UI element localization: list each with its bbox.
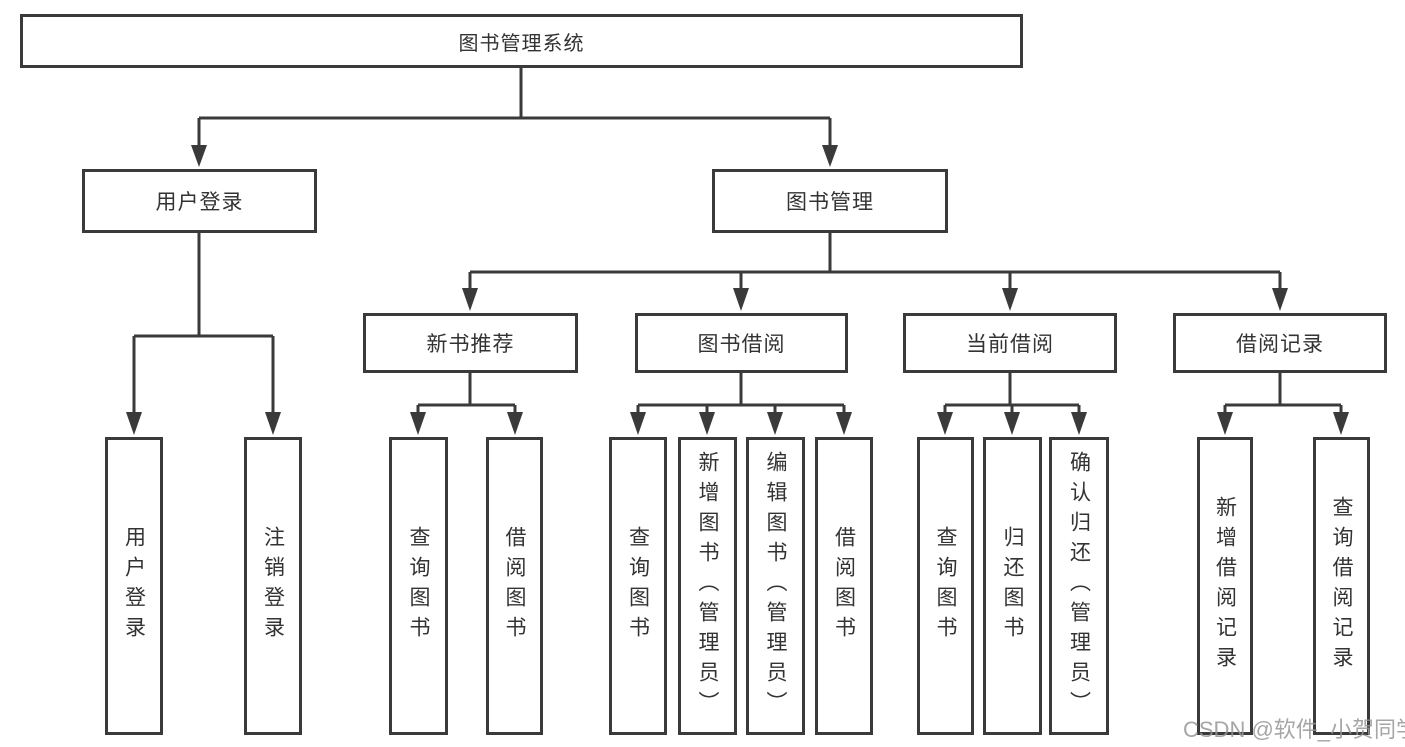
node-current-borrowing: 当前借阅 [903, 313, 1117, 373]
leaf-confirm-return-admin: 确认归还（管理员） [1049, 437, 1109, 735]
leaf-user-login-label: 用户登录 [122, 526, 146, 646]
leaf-query-books-current-label: 查询图书 [934, 526, 957, 646]
leaf-return-books: 归还图书 [983, 437, 1042, 735]
node-root-label: 图书管理系统 [458, 32, 585, 55]
leaf-confirm-return-admin-label: 确认归还（管理员） [1067, 451, 1091, 721]
leaf-edit-books-admin: 编辑图书（管理员） [746, 437, 805, 735]
node-user-login-label: 用户登录 [155, 191, 244, 214]
node-book-management: 图书管理 [712, 169, 948, 233]
leaf-add-borrow-record-label: 新增借阅记录 [1213, 496, 1237, 676]
leaf-logout: 注销登录 [244, 437, 302, 735]
leaf-query-books-borrowing-label: 查询图书 [626, 526, 650, 646]
connector-new-book-recommend-to-leaves [410, 373, 523, 435]
leaf-query-borrow-record: 查询借阅记录 [1313, 437, 1370, 735]
leaf-borrow-books-borrowing: 借阅图书 [815, 437, 873, 735]
leaf-query-books-current: 查询图书 [917, 437, 974, 735]
leaf-query-books-recommend: 查询图书 [389, 437, 448, 735]
node-borrowing-records: 借阅记录 [1173, 313, 1387, 373]
node-root: 图书管理系统 [20, 14, 1023, 68]
leaf-borrow-books-recommend: 借阅图书 [486, 437, 543, 735]
node-current-borrowing-label: 当前借阅 [966, 333, 1054, 356]
node-book-management-label: 图书管理 [786, 191, 874, 214]
node-borrowing-records-label: 借阅记录 [1236, 333, 1324, 356]
leaf-logout-label: 注销登录 [261, 526, 285, 646]
connector-user-login-to-leaves [126, 233, 281, 435]
leaf-user-login: 用户登录 [105, 437, 163, 735]
leaf-borrow-books-recommend-label: 借阅图书 [503, 526, 526, 646]
node-book-borrowing: 图书借阅 [635, 313, 848, 373]
node-user-login: 用户登录 [82, 169, 317, 233]
connector-book-management-to-level3 [462, 233, 1288, 311]
leaf-add-books-admin: 新增图书（管理员） [678, 437, 737, 735]
leaf-return-books-label: 归还图书 [1001, 526, 1024, 646]
watermark-text: CSDN @软件_小贺同学 [1183, 717, 1405, 742]
connector-borrowing-records-to-leaves [1217, 373, 1349, 435]
leaf-query-books-borrowing: 查询图书 [609, 437, 667, 735]
node-book-borrowing-label: 图书借阅 [697, 333, 786, 356]
connector-book-borrowing-to-leaves [630, 373, 852, 435]
node-new-book-recommend-label: 新书推荐 [426, 333, 515, 356]
leaf-query-borrow-record-label: 查询借阅记录 [1330, 496, 1353, 676]
leaf-query-books-recommend-label: 查询图书 [407, 526, 430, 646]
connector-current-borrowing-to-leaves [937, 373, 1087, 435]
leaf-borrow-books-borrowing-label: 借阅图书 [832, 526, 856, 646]
leaf-add-books-admin-label: 新增图书（管理员） [696, 451, 719, 721]
leaf-edit-books-admin-label: 编辑图书（管理员） [764, 451, 787, 721]
leaf-add-borrow-record: 新增借阅记录 [1197, 437, 1253, 735]
node-new-book-recommend: 新书推荐 [363, 313, 578, 373]
connector-root-to-level2 [191, 66, 838, 167]
